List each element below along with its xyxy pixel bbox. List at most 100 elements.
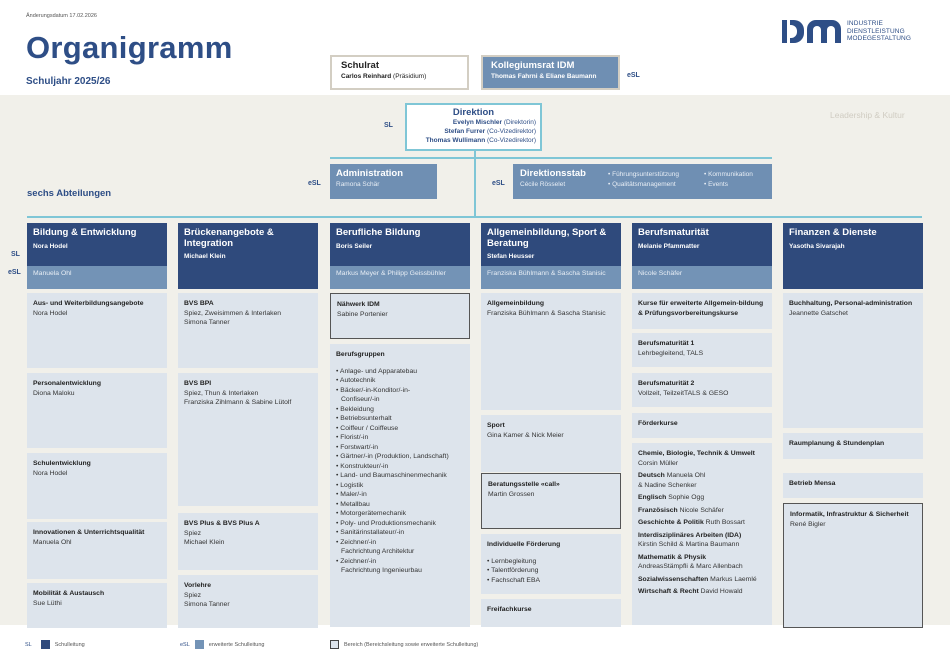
- direktionsstab-tasks: Kommunikation Events: [704, 168, 753, 195]
- list-item: Bäcker/-in-Konditor/-in-Confiseur/-in: [336, 386, 464, 405]
- list-item-text: Land- und Baumaschinenmechanik: [340, 472, 447, 479]
- unit-title: Individuelle Förderung: [487, 541, 561, 548]
- subject-teacher: Nicole Schäfer: [679, 506, 724, 514]
- list-item: Logistik: [336, 481, 464, 491]
- subject-name: Mathematik & Physik: [638, 553, 706, 561]
- administration-person: Ramona Schär: [336, 181, 380, 188]
- unit-title: Informatik, Infrastruktur & Sicherheit: [790, 511, 909, 518]
- department-lead: Stefan Heusser: [487, 253, 535, 260]
- row-label-sl: SL: [11, 251, 20, 258]
- unit-title: Aus- und Weiterbildungsangebote: [33, 300, 144, 307]
- direktion-member: Stefan Furrer (Co-Vizedirektor): [411, 127, 536, 136]
- task-item: Qualitätsmanagement: [608, 180, 704, 190]
- unit-line: Nora Hodel: [33, 469, 68, 477]
- subject-row: Interdisziplinäres Arbeiten (IDA)Kirstin…: [638, 531, 766, 550]
- unit-box: Förderkurse: [632, 413, 772, 438]
- list-item-text: Fachrichtung Architektur: [341, 548, 415, 555]
- unit-title: BVS BPA: [184, 300, 214, 307]
- direktion-member: Thomas Wullimann (Co-Vizedirektor): [411, 136, 536, 145]
- legend-abbr: SL: [25, 641, 32, 648]
- department-title: Bildung & Entwicklung: [33, 227, 137, 238]
- subject-teacher: Sophie Ogg: [668, 494, 705, 501]
- list-item-text: Konstrukteur/-in: [340, 462, 389, 470]
- connector-vertical: [474, 151, 476, 217]
- task-item: Führungsunterstützung: [608, 170, 704, 180]
- kollegiumsrat-esl-badge: eSL: [627, 72, 640, 79]
- unit-box: BerufsgruppenAnlage- und ApparatebauAuto…: [330, 344, 470, 627]
- subject-teacher: David Howald: [700, 588, 743, 595]
- member-name: Thomas Wullimann: [425, 137, 486, 144]
- list-item-text: Autotechnik: [339, 377, 376, 384]
- unit-title: Freifachkurse: [487, 606, 532, 613]
- legend-item-esl: eSL erweiterte Schulleitung: [180, 640, 264, 649]
- unit-line: Spiez: [184, 591, 202, 599]
- unit-title: Förderkurse: [638, 420, 678, 427]
- list-item-text: Florist/-in: [340, 434, 369, 441]
- connector-departments: [27, 216, 922, 218]
- direktionsstab-person: Cécile Rösselet: [520, 181, 566, 188]
- logo-line: DIENSTLEISTUNG: [847, 27, 905, 35]
- list-item-text: Lernbegleitung: [491, 557, 537, 565]
- unit-title: Berufsgruppen: [336, 351, 385, 358]
- schulrat-person-line: Carlos Reinhard (Präsidium): [341, 73, 458, 80]
- change-date: Änderungsdatum 17.02.2026: [26, 13, 97, 19]
- direktionsstab-tasks: Führungsunterstützung Qualitätsmanagemen…: [608, 168, 704, 195]
- department-title: Berufsmaturität: [638, 227, 709, 238]
- list-item-text: Sanitärinstallateur/-in: [340, 529, 405, 536]
- unit-title: Personalentwicklung: [33, 380, 101, 387]
- unit-title: Betrieb Mensa: [789, 480, 836, 487]
- unit-box: Beratungsstelle «call»Martin Grossen: [481, 473, 621, 529]
- unit-line: Vollzeit, TeilzeitTALS & GESO: [638, 389, 729, 397]
- unit-line: Franziska Bühlmann & Sascha Stanisic: [487, 309, 606, 317]
- list-item-text: Poly- und Produktionsmechanik: [340, 519, 436, 527]
- member-role: (Direktorin): [503, 119, 536, 126]
- unit-title: BVS Plus & BVS Plus A: [184, 520, 260, 527]
- connector-admin-stab: [330, 157, 772, 159]
- unit-title: Mobilität & Austausch: [33, 590, 105, 597]
- list-item: Florist/-in: [336, 433, 464, 443]
- direktion-title: Direktion: [452, 107, 495, 118]
- schulrat-role: (Präsidium): [393, 73, 427, 80]
- subject-name: Deutsch: [638, 472, 665, 479]
- direktion-sl-badge: SL: [384, 122, 393, 129]
- unit-title: Allgemeinbildung: [487, 300, 545, 307]
- unit-title: Vorlehre: [184, 582, 212, 589]
- legend-swatch-outline-icon: [330, 640, 339, 649]
- unit-list: Anlage- und ApparatebauAutotechnikBäcker…: [336, 367, 464, 576]
- unit-title: Berufsmaturität 1: [638, 340, 695, 347]
- unit-line: Gina Kamer & Nick Meier: [487, 431, 564, 439]
- list-item: Lernbegleitung: [487, 557, 615, 567]
- unit-title: Innovationen & Unterrichtsqualität: [33, 529, 145, 536]
- unit-line: Sue Lüthi: [33, 599, 62, 607]
- list-item: Talentförderung: [487, 566, 615, 576]
- logo-line: INDUSTRIE: [847, 20, 883, 28]
- list-item: Anlage- und Apparatebau: [336, 367, 464, 377]
- unit-line: Sabine Portenier: [337, 310, 388, 318]
- subject-teacher: AndreasStämpfli & Marc Allenbach: [638, 563, 743, 570]
- unit-line: Spiez, Thun & Interlaken: [184, 389, 259, 397]
- unit-box: Kurse für erweiterte Allgemein-bildung &…: [632, 293, 772, 329]
- department-esl: Markus Meyer & Philipp Geissbühler: [330, 266, 470, 289]
- unit-line: Manuela Ohl: [33, 538, 72, 546]
- list-item-text: Logistik: [340, 481, 364, 489]
- legend-label: Schulleitung: [54, 641, 85, 648]
- list-item: Autotechnik: [336, 376, 464, 386]
- unit-title: Schulentwicklung: [33, 460, 91, 467]
- list-item-text: Fachschaft EBA: [491, 576, 541, 584]
- subject-row: Wirtschaft & Recht David Howald: [638, 587, 766, 597]
- sechs-abteilungen-label: sechs Abteilungen: [27, 188, 112, 199]
- legend-swatch-dark-icon: [40, 640, 50, 649]
- administration-box: Administration Ramona Schär: [330, 164, 437, 199]
- unit-line: Simona Tanner: [184, 601, 230, 608]
- kollegiumsrat-box: Kollegiumsrat IDM Thomas Fahrni & Eliane…: [481, 55, 620, 90]
- subject-teacher: Markus Laemlé: [710, 575, 757, 583]
- list-item: Land- und Baumaschinenmechanik: [336, 471, 464, 481]
- direktionsstab-box: Direktionsstab Cécile Rösselet Führungsu…: [513, 164, 772, 199]
